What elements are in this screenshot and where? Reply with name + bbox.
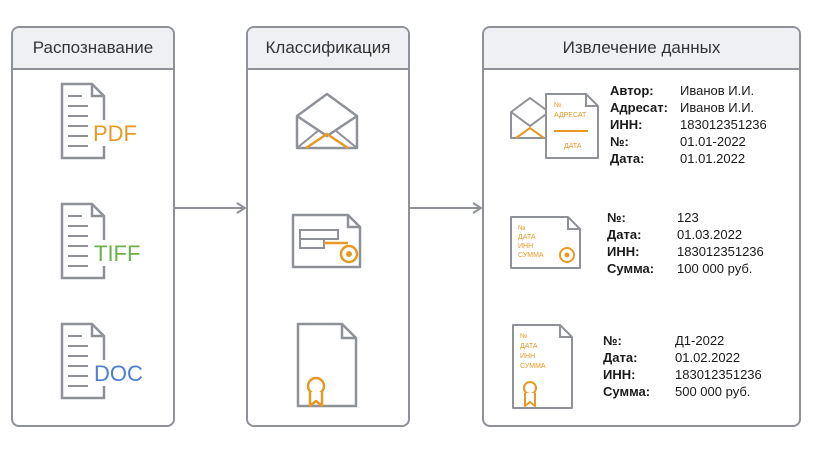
contract-fields: №: Д1-2022 Дата: 01.02.2022 ИНН: 1830123512… <box>603 332 762 400</box>
field-row: Дата: 01.03.2022 <box>607 226 764 243</box>
invoice-sum-text: СУММА <box>518 252 544 259</box>
envelope-icon <box>295 92 359 150</box>
field-row: Адресат: Иванов И.И. <box>610 99 767 116</box>
field-value: 01.01-2022 <box>680 134 746 149</box>
classification-title: Классификация <box>248 28 408 70</box>
field-row: №: 123 <box>607 209 764 226</box>
field-row: ИНН: 183012351236 <box>607 243 764 260</box>
doc-label: DOC <box>94 361 143 386</box>
field-value: 01.01.2022 <box>680 151 746 166</box>
field-key: ИНН: <box>603 367 636 382</box>
letter-no-text: № <box>554 102 562 109</box>
contract-inn-text: ИНН <box>520 353 535 360</box>
field-row: Дата: 01.01.2022 <box>610 150 767 167</box>
letter-fields: Автор: Иванов И.И. Адресат: Иванов И.И. ИН… <box>610 82 767 167</box>
field-key: Дата: <box>607 227 642 242</box>
field-value: Д1-2022 <box>675 333 725 348</box>
card-icon <box>291 213 362 269</box>
field-row: №: Д1-2022 <box>603 332 762 349</box>
field-value: 01.03.2022 <box>677 227 743 242</box>
field-value: 183012351236 <box>677 244 764 259</box>
invoice-inn-text: ИНН <box>518 243 533 250</box>
letter-document-icon: № АДРЕСАТ ДАТА <box>510 93 599 159</box>
pdf-file-icon: PDF <box>60 82 140 160</box>
doc-file-icon: DOC <box>60 322 146 400</box>
field-key: №: <box>610 134 629 149</box>
field-key: Дата: <box>603 350 638 365</box>
field-key: Сумма: <box>603 384 651 399</box>
field-key: №: <box>607 210 626 225</box>
invoice-fields: №: 123 Дата: 01.03.2022 ИНН: 183012351236 С… <box>607 209 764 277</box>
field-key: Сумма: <box>607 261 655 276</box>
arrow-classification-to-extraction <box>410 202 483 214</box>
tiff-file-icon: TIFF <box>60 202 146 280</box>
field-value: 500 000 руб. <box>675 384 751 399</box>
contract-sum-text: СУММА <box>520 363 546 370</box>
field-value: 01.02.2022 <box>675 350 741 365</box>
field-row: №: 01.01-2022 <box>610 133 767 150</box>
field-row: Сумма: 500 000 руб. <box>603 383 762 400</box>
field-row: Дата: 01.02.2022 <box>603 349 762 366</box>
field-row: Автор: Иванов И.И. <box>610 82 767 99</box>
invoice-date-text: ДАТА <box>518 234 536 241</box>
invoice-document-icon: № ДАТА ИНН СУММА <box>510 216 581 269</box>
field-row: Сумма: 100 000 руб. <box>607 260 764 277</box>
field-value: 123 <box>677 210 699 225</box>
field-key: №: <box>603 333 622 348</box>
invoice-no-text: № <box>518 225 526 232</box>
field-key: Адресат: <box>610 100 668 115</box>
field-value: 183012351236 <box>675 367 762 382</box>
field-key: Дата: <box>610 151 645 166</box>
certificate-icon <box>296 322 358 408</box>
arrow-recognition-to-classification <box>175 202 247 214</box>
recognition-title: Распознавание <box>13 28 173 70</box>
field-value: Иванов И.И. <box>680 100 755 115</box>
extraction-title: Извлечение данных <box>484 28 799 70</box>
contract-no-text: № <box>520 333 528 340</box>
field-value: Иванов И.И. <box>680 83 755 98</box>
field-value: 183012351236 <box>680 117 767 132</box>
field-row: ИНН: 183012351236 <box>603 366 762 383</box>
field-key: ИНН: <box>607 244 640 259</box>
field-row: ИНН: 183012351236 <box>610 116 767 133</box>
field-key: Автор: <box>610 83 654 98</box>
field-key: ИНН: <box>610 117 643 132</box>
tiff-label: TIFF <box>94 241 140 266</box>
letter-date-text: ДАТА <box>564 143 582 150</box>
letter-addressee-text: АДРЕСАТ <box>554 112 587 119</box>
field-value: 100 000 руб. <box>677 261 753 276</box>
contract-date-text: ДАТА <box>520 343 538 350</box>
pdf-label: PDF <box>93 121 137 146</box>
contract-document-icon: № ДАТА ИНН СУММА <box>512 324 573 409</box>
